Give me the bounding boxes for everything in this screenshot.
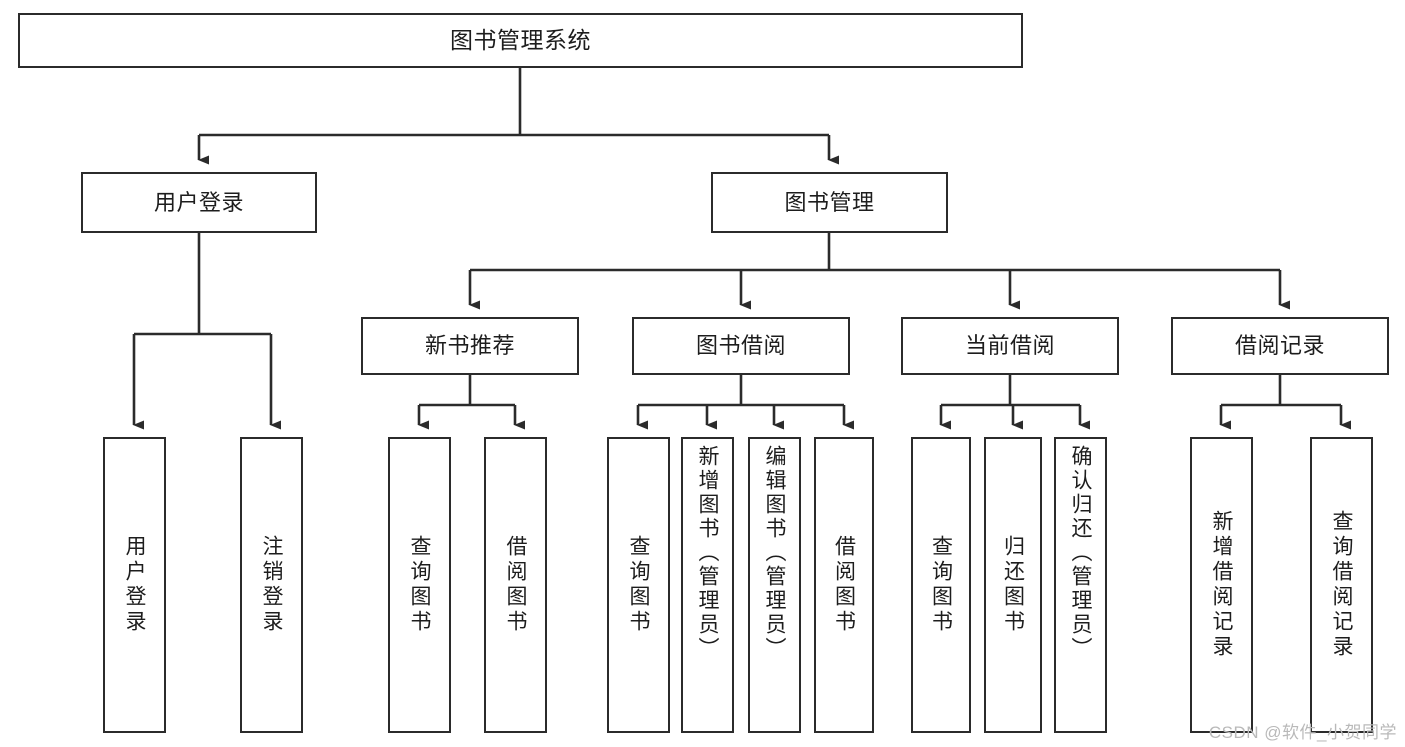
node-leaf-return-book[interactable]: 归还图书 <box>984 437 1042 733</box>
node-leaf-add-book[interactable]: 新增图书（管理员） <box>681 437 734 733</box>
node-root-label: 图书管理系统 <box>450 27 591 54</box>
node-book-manage-label: 图书管理 <box>784 189 875 215</box>
node-user-login-label: 用户登录 <box>153 189 244 215</box>
node-leaf-query-book-3-label: 查询图书 <box>929 535 953 635</box>
node-current-borrow[interactable]: 当前借阅 <box>901 317 1119 375</box>
node-book-manage[interactable]: 图书管理 <box>711 172 948 233</box>
node-leaf-confirm-return[interactable]: 确认归还（管理员） <box>1054 437 1107 733</box>
node-leaf-borrow-book-2[interactable]: 借阅图书 <box>814 437 874 733</box>
node-leaf-borrow-book-1[interactable]: 借阅图书 <box>484 437 547 733</box>
node-borrow-record[interactable]: 借阅记录 <box>1171 317 1389 375</box>
node-leaf-add-book-label: 新增图书（管理员） <box>696 445 719 661</box>
node-leaf-add-record-label: 新增借阅记录 <box>1210 510 1233 660</box>
node-current-borrow-label: 当前借阅 <box>964 333 1055 359</box>
node-leaf-query-book-2-label: 查询图书 <box>627 535 650 635</box>
node-root[interactable]: 图书管理系统 <box>18 13 1023 68</box>
node-book-borrow-label: 图书借阅 <box>695 333 786 359</box>
node-book-borrow[interactable]: 图书借阅 <box>632 317 850 375</box>
node-leaf-confirm-return-label: 确认归还（管理员） <box>1069 445 1092 661</box>
node-leaf-return-book-label: 归还图书 <box>1001 535 1025 635</box>
node-leaf-query-book-2[interactable]: 查询图书 <box>607 437 670 733</box>
node-leaf-edit-book[interactable]: 编辑图书（管理员） <box>748 437 801 733</box>
node-user-login[interactable]: 用户登录 <box>81 172 317 233</box>
node-leaf-query-record[interactable]: 查询借阅记录 <box>1310 437 1373 733</box>
node-borrow-record-label: 借阅记录 <box>1234 333 1325 359</box>
node-leaf-query-book-1[interactable]: 查询图书 <box>388 437 451 733</box>
node-leaf-query-book-3[interactable]: 查询图书 <box>911 437 971 733</box>
node-leaf-edit-book-label: 编辑图书（管理员） <box>763 445 786 661</box>
node-leaf-query-record-label: 查询借阅记录 <box>1330 510 1353 660</box>
csdn-watermark: CSDN @软件_小贺同学 <box>1208 723 1397 742</box>
node-leaf-user-logout-label: 注销登录 <box>260 535 283 635</box>
node-leaf-user-logout[interactable]: 注销登录 <box>240 437 303 733</box>
node-leaf-add-record[interactable]: 新增借阅记录 <box>1190 437 1253 733</box>
node-new-book-recommend-label: 新书推荐 <box>424 333 515 359</box>
node-new-book-recommend[interactable]: 新书推荐 <box>361 317 579 375</box>
node-leaf-user-login-label: 用户登录 <box>123 535 146 635</box>
node-leaf-query-book-1-label: 查询图书 <box>408 535 431 635</box>
node-leaf-borrow-book-1-label: 借阅图书 <box>504 535 527 635</box>
node-leaf-borrow-book-2-label: 借阅图书 <box>832 535 856 635</box>
node-leaf-user-login[interactable]: 用户登录 <box>103 437 166 733</box>
